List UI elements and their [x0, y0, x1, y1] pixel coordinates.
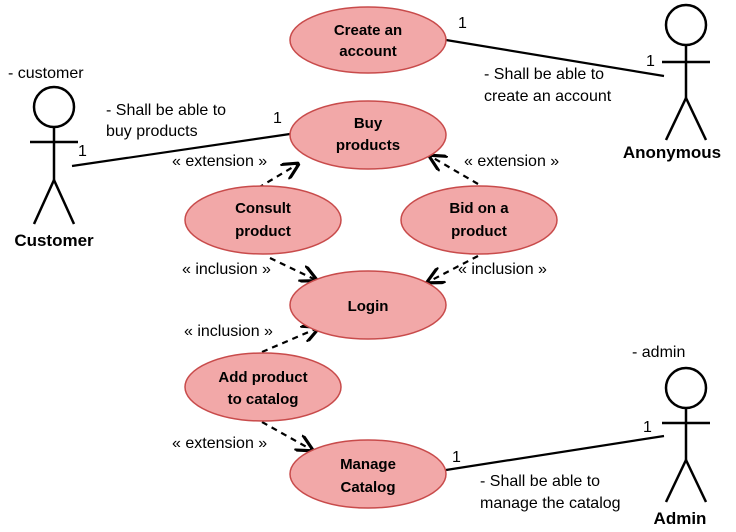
rel-add-manage-label: « extension »	[172, 435, 267, 452]
assoc-customer-buy	[71, 132, 291, 168]
svg-text:Login: Login	[348, 298, 389, 315]
note-anon-create-line2: create an account	[484, 88, 612, 105]
assoc-admin-manage	[445, 434, 665, 472]
svg-text:to catalog: to catalog	[228, 391, 299, 408]
svg-text:products: products	[336, 137, 400, 154]
assoc-anonymous-create	[445, 38, 665, 78]
mult-customer-actor: 1	[78, 143, 87, 160]
svg-text:product: product	[451, 223, 507, 240]
usecase-buy-products[interactable]: Buy products	[289, 100, 447, 170]
dep-consult-buy	[257, 164, 298, 189]
svg-text:Catalog: Catalog	[340, 479, 395, 496]
mult-admin-actor: 1	[643, 419, 652, 436]
actor-admin-name: Admin	[654, 509, 707, 528]
svg-text:Create an: Create an	[334, 22, 402, 39]
rel-add-login-label: « inclusion »	[184, 323, 273, 340]
svg-text:product: product	[235, 223, 291, 240]
note-customer-buy-line1: - Shall be able to	[106, 102, 226, 119]
rel-consult-buy-label: « extension »	[172, 153, 267, 170]
actor-admin[interactable]	[662, 366, 710, 503]
usecase-create-account[interactable]: Create an account	[289, 6, 447, 74]
mult-customer-usecase: 1	[273, 110, 282, 127]
svg-text:Add product: Add product	[218, 369, 307, 386]
rel-consult-login-label: « inclusion »	[182, 261, 271, 278]
svg-text:account: account	[339, 43, 397, 60]
dep-bid-login	[428, 255, 479, 282]
actor-anonymous-name: Anonymous	[623, 143, 721, 162]
usecase-login[interactable]: Login	[289, 270, 447, 340]
dep-add-manage	[261, 421, 312, 450]
mult-anon-usecase: 1	[458, 15, 467, 32]
rel-bid-buy-label: « extension »	[464, 153, 559, 170]
usecase-add-product[interactable]: Add product to catalog	[184, 352, 342, 422]
dep-consult-login	[269, 257, 316, 280]
dep-bid-buy	[430, 156, 479, 185]
note-customer-buy-line2: buy products	[106, 123, 198, 140]
actor-customer-role: - customer	[8, 65, 84, 82]
svg-text:Buy: Buy	[354, 115, 383, 132]
mult-anon-actor: 1	[646, 53, 655, 70]
usecase-consult-product[interactable]: Consult product	[184, 185, 342, 255]
svg-text:Manage: Manage	[340, 456, 396, 473]
svg-text:Consult: Consult	[235, 200, 291, 217]
actor-customer[interactable]	[30, 85, 78, 225]
usecase-manage-catalog[interactable]: Manage Catalog	[289, 439, 447, 509]
svg-text:Bid on a: Bid on a	[449, 200, 509, 217]
actor-admin-role: - admin	[632, 344, 685, 361]
note-anon-create-line1: - Shall be able to	[484, 66, 604, 83]
mult-admin-usecase: 1	[452, 449, 461, 466]
usecase-bid-on-product[interactable]: Bid on a product	[400, 185, 558, 255]
note-admin-manage-line1: - Shall be able to	[480, 473, 600, 490]
actor-anonymous[interactable]	[662, 3, 710, 141]
rel-bid-login-label: « inclusion »	[458, 261, 547, 278]
note-admin-manage-line2: manage the catalog	[480, 495, 621, 512]
actor-customer-name: Customer	[14, 231, 94, 250]
